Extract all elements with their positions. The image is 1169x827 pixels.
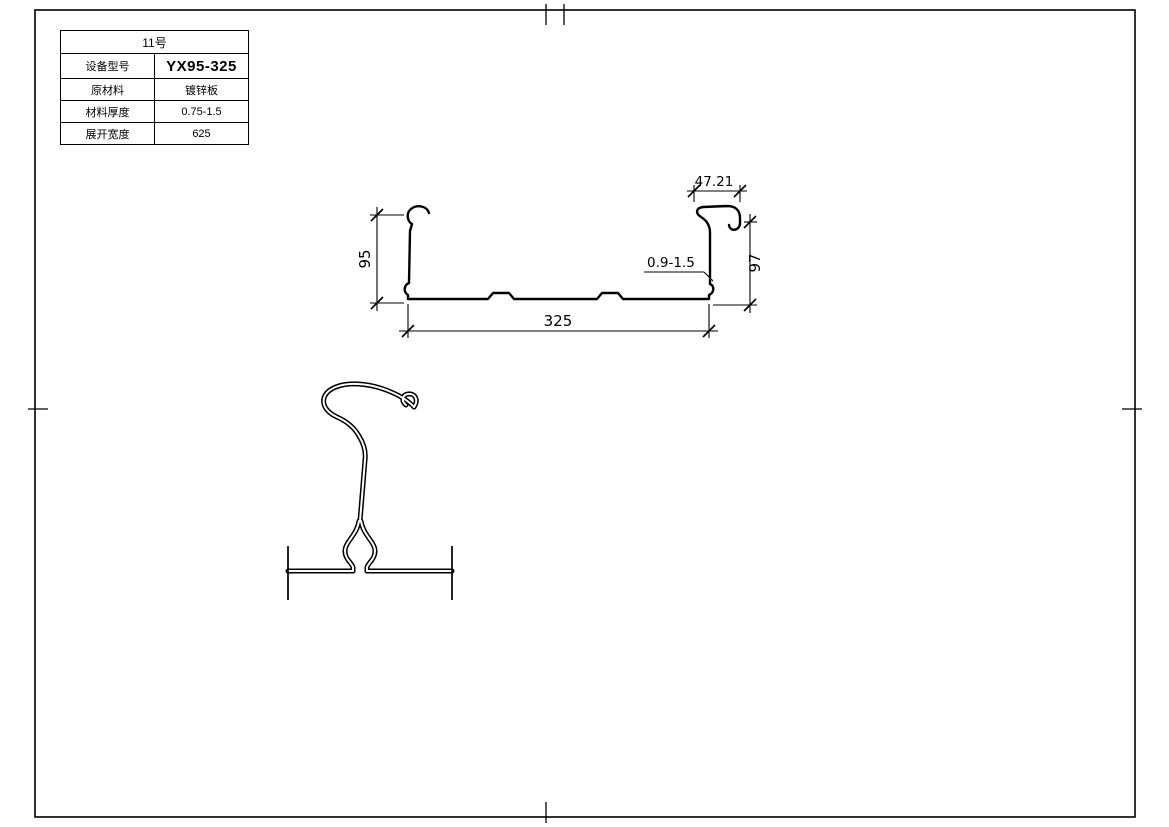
- dim-label-right-height: 97: [746, 253, 764, 272]
- seam-detail-outline: [285, 381, 455, 574]
- thickness-callout: 0.9-1.5: [644, 255, 714, 282]
- spec-value-model: YX95-325: [166, 57, 237, 75]
- spec-label-material: 原材料: [61, 79, 155, 100]
- profile-section-outline: [403, 204, 742, 301]
- centering-marks: [28, 4, 1142, 823]
- dim-label-top-width: 47.21: [695, 174, 734, 190]
- dim-top-width: 47.21: [687, 174, 747, 202]
- dim-bottom-width: 325: [399, 304, 718, 338]
- spec-row-coil-width: 展开宽度 625: [61, 123, 248, 144]
- spec-label-thickness: 材料厚度: [61, 101, 155, 122]
- dim-label-left-height: 95: [356, 249, 374, 268]
- spec-row-material: 原材料 镀锌板: [61, 79, 248, 101]
- profile-section-view: [403, 204, 742, 301]
- spec-table: 11号 设备型号 YX95-325 原材料 镀锌板 材料厚度 0.75-1.5 …: [60, 30, 249, 145]
- dim-left-height: 95: [356, 207, 404, 311]
- spec-value-material: 镀锌板: [185, 84, 218, 97]
- spec-value-thickness: 0.75-1.5: [181, 105, 222, 118]
- seam-detail-view: [285, 381, 455, 600]
- spec-table-title: 11号: [61, 31, 248, 54]
- spec-row-model: 设备型号 YX95-325: [61, 54, 248, 79]
- dim-right-height: 97: [713, 214, 764, 313]
- dim-label-bottom-width: 325: [544, 312, 573, 330]
- spec-label-coil-width: 展开宽度: [61, 123, 155, 144]
- dim-label-thickness: 0.9-1.5: [647, 255, 695, 271]
- spec-value-coil-width: 625: [192, 127, 211, 140]
- sheet-border: [34, 9, 1136, 818]
- spec-label-model: 设备型号: [61, 54, 155, 78]
- spec-row-thickness: 材料厚度 0.75-1.5: [61, 101, 248, 123]
- seam-detail-inner: [287, 382, 453, 572]
